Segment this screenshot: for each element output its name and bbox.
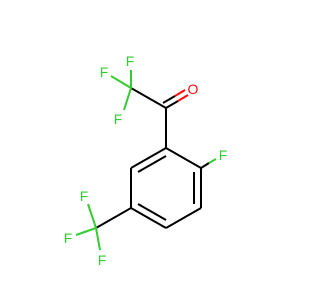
bond-co-2b [174,89,186,97]
bond-cf3b-f-left [75,227,97,236]
ring-bond-6 [130,147,167,169]
fluorine-cf3b-top-label: F [80,188,89,204]
fluorine-cf3b-bottom-label: F [98,252,107,268]
ring-bond-4 [130,207,167,229]
structure-diagram: O F F F F F F F [64,53,228,268]
molecule-svg: O F F F F F F F [64,53,228,268]
bond-ring-f-a [200,162,210,169]
bonds [75,70,217,251]
atom-labels: O F F F F F F F [64,53,228,268]
bond-co-1a [165,100,179,109]
oxygen-atom-label: O [188,81,199,97]
fluorine-cf3-top-mid-label: F [126,53,135,69]
bond-co-2a [162,95,176,104]
fluorine-cf3-left-label: F [114,111,123,127]
ring-bond-3 [165,207,202,229]
bond-cf3b-f-top [87,203,97,229]
bond-ring-f-b [208,158,217,164]
fluorine-cf3-top-left-label: F [100,64,109,80]
bond-cf3b-f-bottom [95,227,101,251]
bond-cf3-carbonyl [130,87,167,109]
fluorine-cf3b-left-label: F [64,230,73,246]
ring-bond-6-inner [137,155,167,173]
fluorine-ring-label: F [219,147,228,163]
bond-co-1b [177,94,189,102]
bond-ring-cf3b [95,207,132,229]
ring-bond-1 [165,147,202,169]
bond-cf3-f-left [123,87,132,111]
bond-cf3-f-topleft [110,75,132,89]
ring-bond-4-inner [137,203,167,221]
